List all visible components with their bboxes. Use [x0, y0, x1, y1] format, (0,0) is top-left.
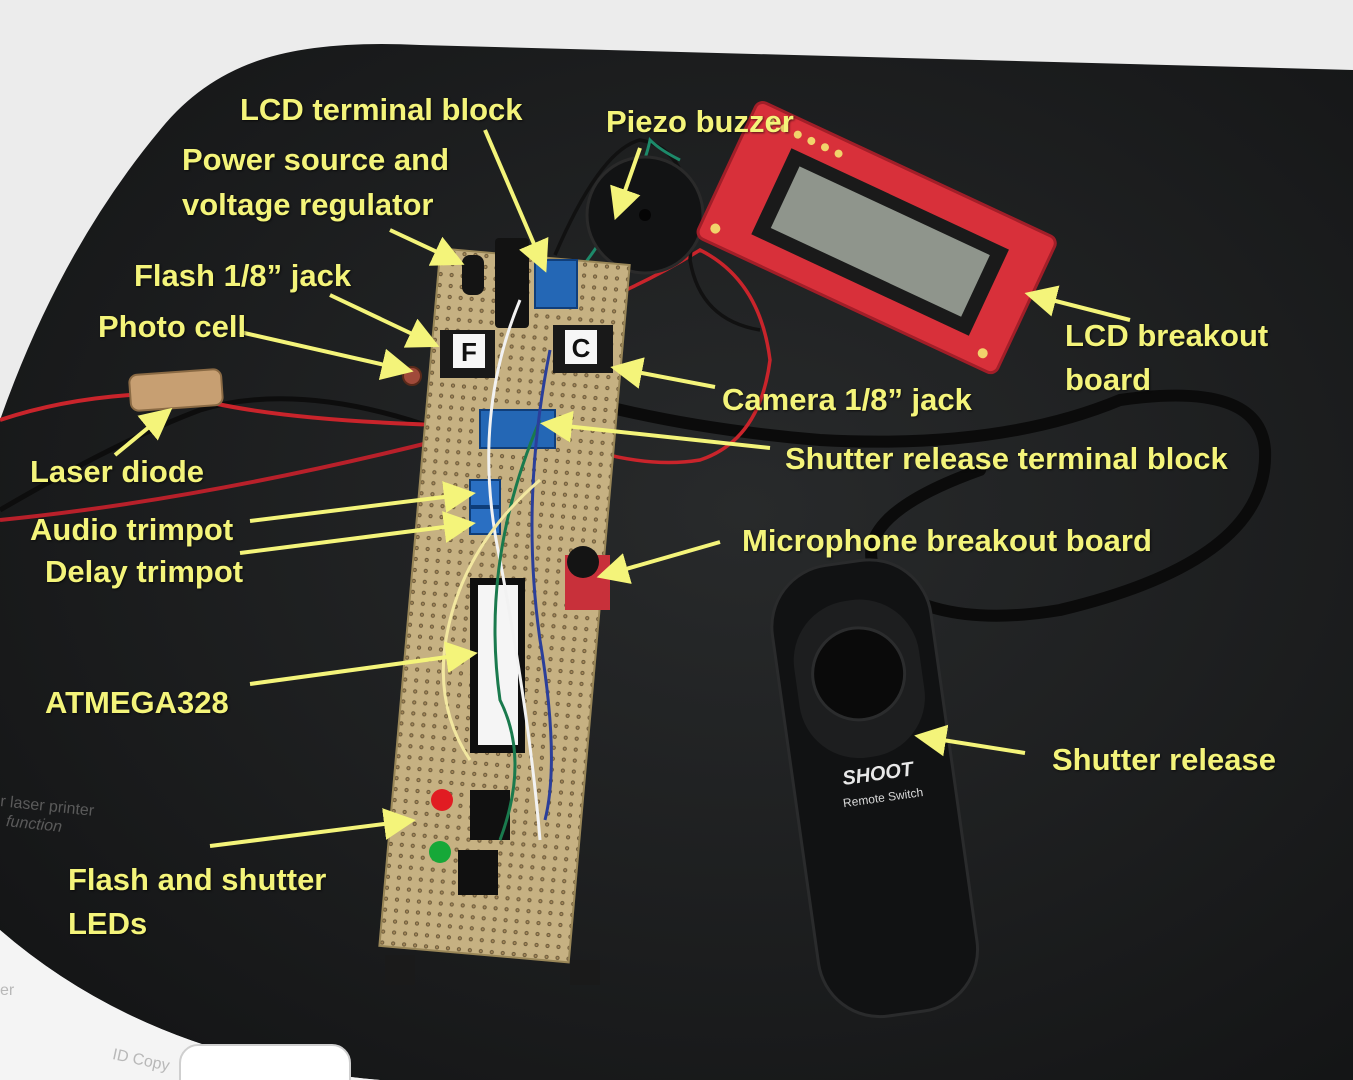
- label-flash-leds-line2: LEDs: [68, 906, 148, 941]
- flash-jack: F: [440, 330, 495, 378]
- label-lcd-breakout-line2: board: [1065, 362, 1152, 397]
- arrow-mic-breakout: [596, 540, 721, 584]
- printer-id-copy-button: [179, 1044, 351, 1080]
- printer-body-edge: [0, 930, 380, 1080]
- camera-jack-tag: C: [572, 333, 591, 363]
- arrow-laser-diode: [113, 407, 173, 457]
- label-photo-cell: Photo cell: [98, 309, 247, 344]
- laser-wire-red: [0, 393, 441, 427]
- lcd-breakout-board: [696, 101, 1057, 375]
- label-mic-breakout: Microphone breakout board: [742, 523, 1152, 558]
- label-lcd-terminal-block: LCD terminal block: [240, 92, 523, 127]
- board-foot-right: [570, 960, 600, 985]
- wire-bundle-green: [493, 419, 542, 841]
- label-delay-trimpot: Delay trimpot: [45, 554, 244, 589]
- capacitor: [462, 255, 484, 295]
- arrow-lcd-terminal-block: [483, 129, 549, 273]
- arrow-piezo-buzzer: [610, 147, 642, 221]
- label-power-source-line2: voltage regulator: [182, 187, 434, 222]
- flash-jack-tag: F: [461, 337, 477, 367]
- wire-bundle-blue: [530, 349, 553, 821]
- label-atmega328: ATMEGA328: [45, 685, 229, 720]
- label-camera-jack: Camera 1/8” jack: [722, 382, 972, 417]
- arrow-shutter-release: [914, 724, 1026, 757]
- arrow-flash-jack: [329, 293, 440, 348]
- label-flash-jack: Flash 1/8” jack: [134, 258, 352, 293]
- label-piezo-buzzer: Piezo buzzer: [606, 104, 794, 139]
- label-shutter-release: Shutter release: [1052, 742, 1276, 777]
- arrow-atmega: [249, 641, 478, 686]
- arrow-delay-trimpot: [239, 511, 476, 555]
- atmega328-chip: [470, 578, 525, 753]
- label-laser-diode: Laser diode: [30, 454, 204, 489]
- label-lcd-breakout-line1: LCD breakout: [1065, 318, 1269, 353]
- audio-trimpot: [469, 479, 501, 507]
- arrow-photo-cell: [239, 330, 414, 381]
- camera-jack: C: [553, 325, 613, 373]
- arrow-lcd-breakout: [1024, 285, 1131, 322]
- shutter-led-green: [429, 841, 451, 863]
- laser-wire-black: [0, 396, 441, 513]
- label-audio-trimpot: Audio trimpot: [30, 512, 234, 547]
- shutter-release-remote: SHOOT Remote Switch: [770, 558, 980, 1019]
- arrow-shutter-terminal-block: [540, 410, 771, 450]
- printer-edge-text: er: [0, 982, 15, 999]
- board-foot-left: [385, 955, 415, 985]
- photo-cell: [402, 366, 422, 386]
- arrow-power-source: [389, 228, 465, 266]
- arrow-camera-jack: [610, 357, 716, 389]
- label-flash-leds-line1: Flash and shutter: [68, 862, 327, 897]
- laser-diode: [128, 368, 224, 412]
- lcd-wire-red: [519, 247, 772, 465]
- label-shutter-terminal-block: Shutter release terminal block: [785, 441, 1228, 476]
- microphone-breakout-board: [565, 546, 610, 610]
- lcd-terminal-block: [534, 259, 578, 309]
- wire-bundle-yellow: [441, 478, 541, 761]
- power-jack: [495, 238, 529, 328]
- arrow-audio-trimpot: [249, 481, 476, 523]
- label-power-source-line1: Power source and: [182, 142, 450, 177]
- flash-led-red: [431, 789, 453, 811]
- arrow-flash-leds: [209, 808, 416, 848]
- laser-wire-red-lower: [0, 438, 441, 522]
- op-amp-chip-2: [458, 850, 498, 895]
